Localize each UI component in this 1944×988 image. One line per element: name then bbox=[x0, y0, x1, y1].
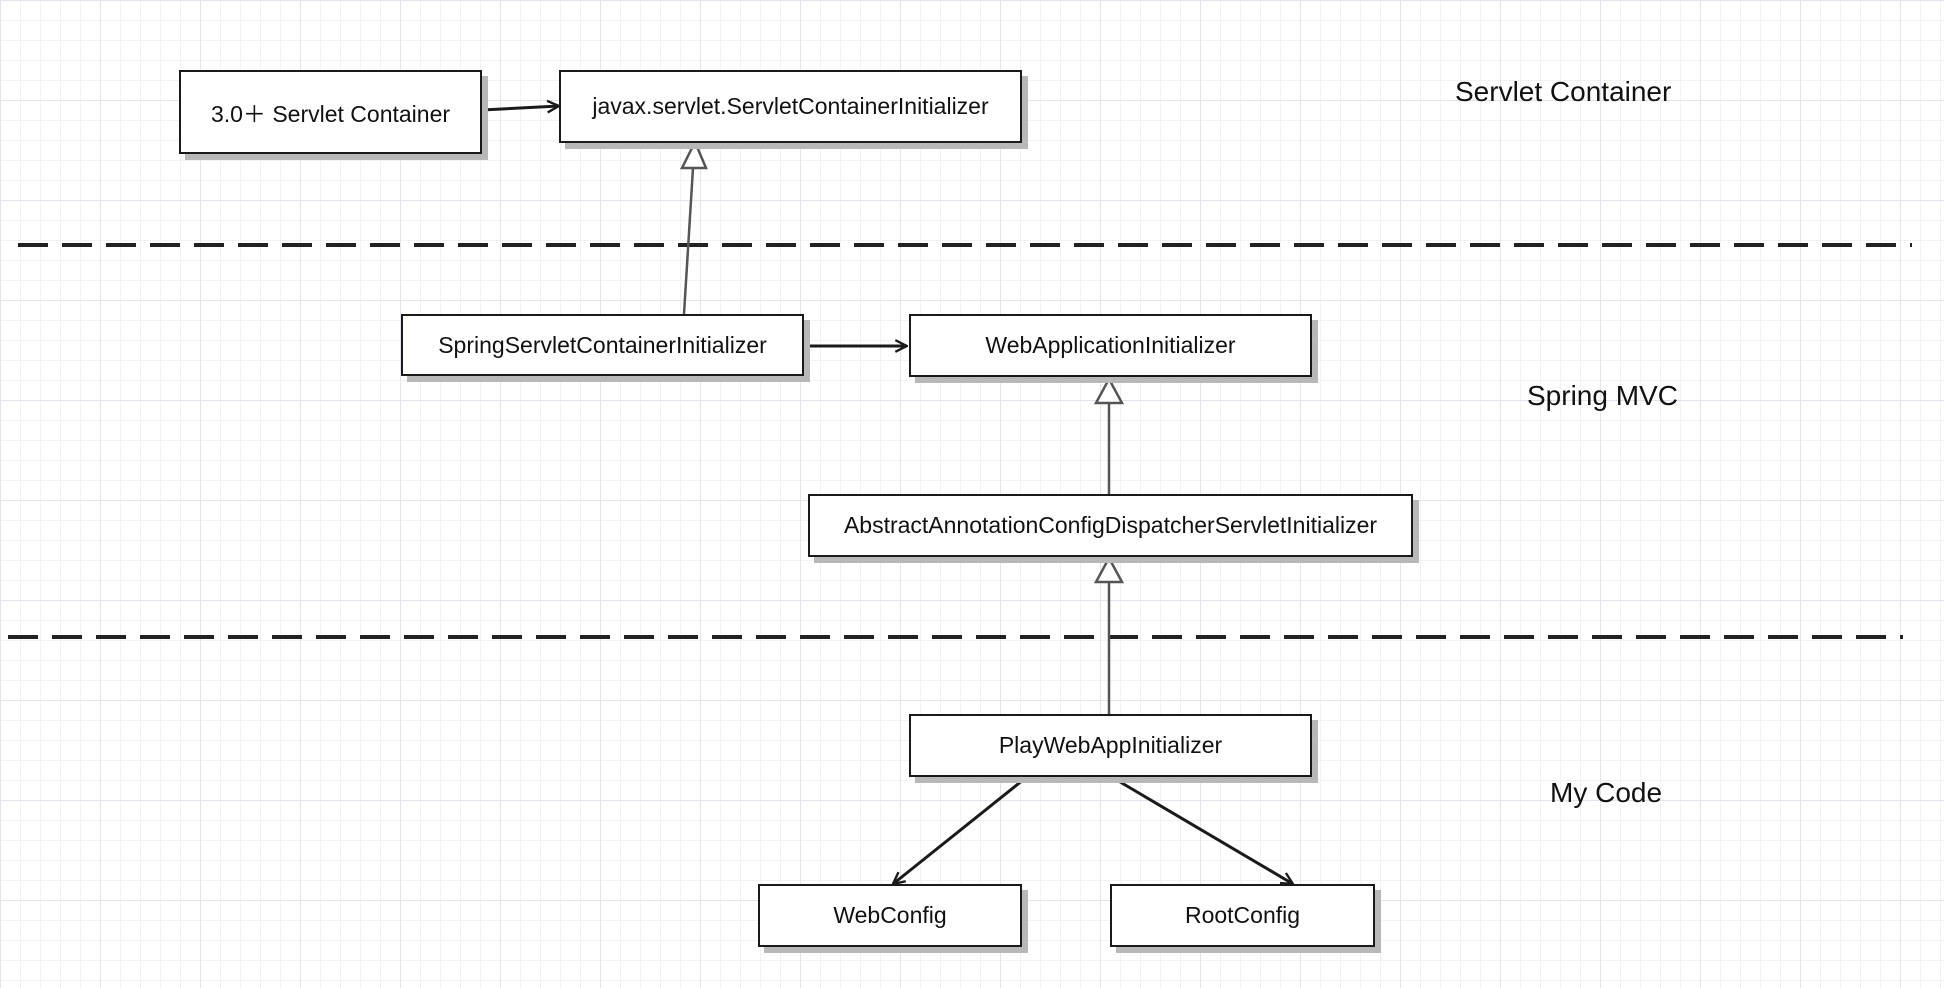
node-abstract-annotation-config-dispatcher-servlet-initializer: AbstractAnnotationConfigDispatcherServle… bbox=[808, 494, 1413, 557]
node-web-application-initializer: WebApplicationInitializer bbox=[909, 314, 1312, 377]
node-servlet-container-initializer: javax.servlet.ServletContainerInitialize… bbox=[559, 70, 1022, 143]
node-spring-servlet-container-initializer: SpringServletContainerInitializer bbox=[401, 314, 804, 376]
edge-play-to-webconfig bbox=[893, 774, 1029, 884]
edge-spring-inherits-initializer bbox=[682, 167, 695, 315]
zone-label-servlet-container: Servlet Container bbox=[1455, 76, 1672, 107]
edge-container-to-initializer bbox=[481, 106, 559, 110]
node-servlet-container-30: 3.0＋ Servlet Container bbox=[179, 70, 482, 154]
inheritance-triangle-icon bbox=[679, 139, 708, 170]
inheritance-triangle-icon bbox=[1093, 376, 1125, 405]
zone-label-spring-mvc: Spring MVC bbox=[1527, 380, 1678, 411]
edge-play-to-rootconfig bbox=[1109, 774, 1293, 884]
node-root-config: RootConfig bbox=[1110, 884, 1375, 947]
node-web-config: WebConfig bbox=[758, 884, 1022, 947]
zone-label-my-code: My Code bbox=[1550, 777, 1663, 808]
inheritance-triangle-icon bbox=[1093, 555, 1125, 584]
node-play-web-app-initializer: PlayWebAppInitializer bbox=[909, 714, 1312, 777]
